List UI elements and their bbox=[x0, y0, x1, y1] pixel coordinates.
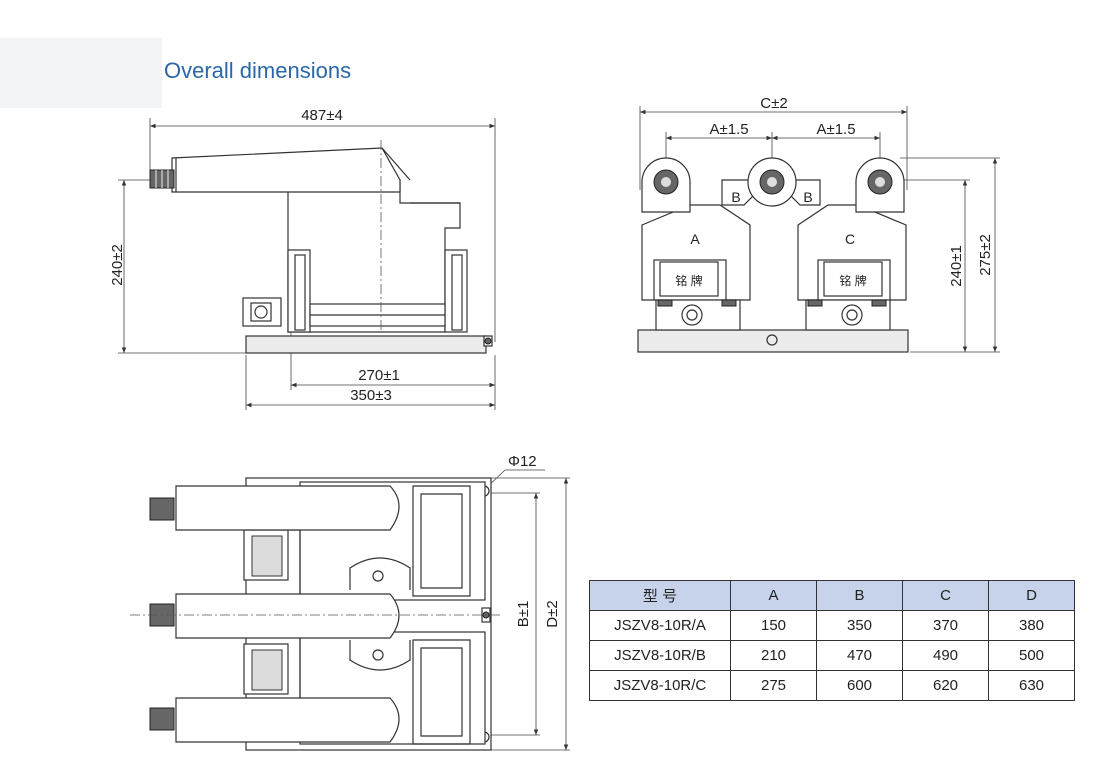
table-cell: 370 bbox=[902, 610, 989, 641]
table-row: JSZV8-10R/A 150 350 370 380 bbox=[589, 610, 1075, 641]
front-height-dim: 240±2 bbox=[109, 244, 126, 286]
side-nameplate-left: 铭 牌 bbox=[675, 273, 702, 288]
top-bushing-c bbox=[149, 697, 400, 743]
table-header-a: A bbox=[730, 580, 817, 611]
front-hv-bushing bbox=[171, 147, 401, 193]
top-view: Φ12 B±1 D±2 bbox=[130, 453, 570, 751]
table-cell: JSZV8-10R/B bbox=[589, 640, 731, 671]
side-width-dim: C±2 bbox=[760, 95, 787, 112]
front-base-outer-dim: 350±3 bbox=[350, 387, 392, 404]
top-hole-dim: Φ12 bbox=[508, 453, 537, 470]
table-header-d: D bbox=[988, 580, 1075, 611]
front-base-plate bbox=[245, 335, 487, 354]
table-header-c: C bbox=[902, 580, 989, 611]
side-label-b-right: B bbox=[803, 189, 812, 205]
table-cell: 380 bbox=[988, 610, 1075, 641]
table-cell: 470 bbox=[816, 640, 903, 671]
side-terminal-middle bbox=[747, 157, 797, 207]
table-cell: 600 bbox=[816, 670, 903, 701]
table-row: JSZV8-10R/C 275 600 620 630 bbox=[589, 670, 1075, 701]
side-nameplate-right: 铭 牌 bbox=[839, 273, 866, 288]
side-terminal-right bbox=[855, 157, 905, 213]
table-cell: 630 bbox=[988, 670, 1075, 701]
table-cell: 620 bbox=[902, 670, 989, 701]
side-base-plate bbox=[637, 329, 909, 353]
top-width-b: B±1 bbox=[515, 601, 532, 628]
table-header-b: B bbox=[816, 580, 903, 611]
table-row: JSZV8-10R/B 210 470 490 500 bbox=[589, 640, 1075, 671]
table-cell: 500 bbox=[988, 640, 1075, 671]
page-title: Overall dimensions bbox=[164, 58, 352, 83]
table-cell: 275 bbox=[730, 670, 817, 701]
table-header-model: 型 号 bbox=[589, 580, 731, 611]
front-terminal-box bbox=[242, 297, 282, 327]
side-spacing-right: A±1.5 bbox=[816, 121, 855, 138]
side-phase-a: A bbox=[690, 231, 700, 247]
side-terminal-left bbox=[641, 157, 691, 213]
side-phase-c: C bbox=[845, 231, 855, 247]
side-spacing-left: A±1.5 bbox=[709, 121, 748, 138]
front-view: 487±4 240±2 270±1 350±3 bbox=[109, 107, 496, 410]
table-cell: 490 bbox=[902, 640, 989, 671]
table-cell: 210 bbox=[730, 640, 817, 671]
side-label-b-left: B bbox=[731, 189, 740, 205]
spec-table: 型 号 A B C D JSZV8-10R/A 150 350 370 380 … bbox=[589, 580, 1075, 701]
side-height-inner: 240±1 bbox=[948, 245, 965, 287]
table-cell: 150 bbox=[730, 610, 817, 641]
table-cell: JSZV8-10R/A bbox=[589, 610, 731, 641]
front-base-inner-dim: 270±1 bbox=[358, 367, 400, 384]
table-cell: JSZV8-10R/C bbox=[589, 670, 731, 701]
front-length-dim: 487±4 bbox=[301, 107, 343, 124]
top-width-d: D±2 bbox=[544, 600, 561, 627]
table-cell: 350 bbox=[816, 610, 903, 641]
side-height-outer: 275±2 bbox=[977, 234, 994, 276]
side-view: 铭 牌 A 铭 牌 C B B bbox=[637, 95, 1000, 353]
top-bushing-a bbox=[149, 485, 400, 531]
top-bushing-b bbox=[149, 593, 400, 639]
table-header-row: 型 号 A B C D bbox=[589, 580, 1075, 611]
title-background bbox=[0, 38, 162, 108]
